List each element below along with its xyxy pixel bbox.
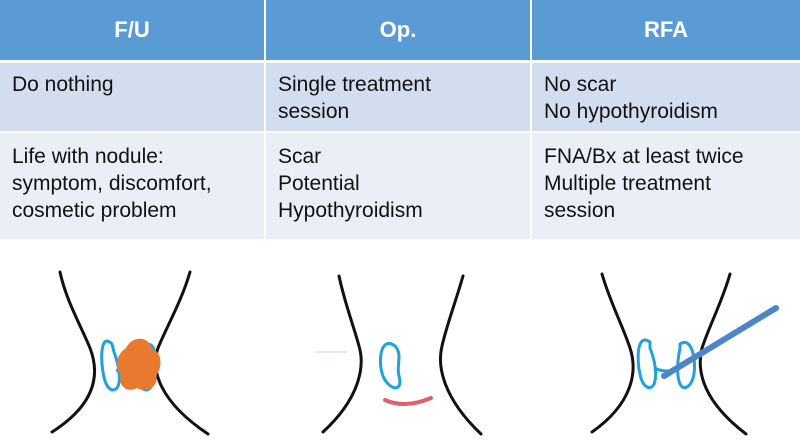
- cell-rfa-row1: No scar No hypothyroidism: [532, 63, 800, 133]
- scar-line: [383, 396, 433, 406]
- neck-rfa-probe: [534, 262, 800, 439]
- nodule-shape: [116, 338, 161, 391]
- cell-text: session: [544, 199, 616, 222]
- table-row: Do nothing Single treatment session No s…: [0, 63, 800, 133]
- neck-with-nodule: [0, 262, 266, 439]
- header-op: Op.: [266, 0, 532, 63]
- neck-outline-right: [698, 272, 748, 436]
- thyroid-hemi-removed-scar-illustration: [315, 274, 483, 436]
- thyroid-remaining-lobe: [378, 342, 402, 390]
- neck-outline-right: [154, 270, 210, 436]
- cell-op-row1: Single treatment session: [266, 63, 532, 133]
- header-rfa: RFA: [532, 0, 800, 63]
- neck-outline-right: [438, 274, 483, 436]
- table-row: Life with nodule: symptom, discomfort, c…: [0, 133, 800, 241]
- cell-text: Do nothing: [12, 73, 114, 96]
- cell-fu-row2: Life with nodule: symptom, discomfort, c…: [0, 133, 266, 241]
- thyroid-left-lobe: [636, 338, 658, 390]
- cell-text: cosmetic problem: [12, 199, 177, 222]
- cell-text: FNA/Bx at least twice: [544, 145, 744, 168]
- header-row: F/U Op. RFA: [0, 0, 800, 63]
- header-fu: F/U: [0, 0, 266, 63]
- cell-text: session: [278, 100, 350, 123]
- cell-text: Scar: [278, 145, 322, 168]
- cell-text: symptom, discomfort,: [12, 172, 212, 195]
- neck-outline-left: [321, 274, 363, 434]
- thyroid-right-lobe: [676, 340, 696, 390]
- cell-text: Life with nodule:: [12, 145, 164, 168]
- cell-text: Multiple treatment: [544, 172, 711, 195]
- neck-outline-left: [50, 270, 97, 434]
- rfa-probe: [661, 305, 779, 379]
- cell-rfa-row2: FNA/Bx at least twice Multiple treatment…: [532, 133, 800, 241]
- thyroid-rfa-probe-illustration: [590, 272, 779, 436]
- neck-post-operation: [267, 262, 533, 439]
- thyroid-left-lobe: [100, 339, 121, 392]
- neck-outline-left: [590, 272, 635, 434]
- thyroid-nodule-illustration: [50, 270, 210, 436]
- cell-text: No hypothyroidism: [544, 100, 718, 123]
- comparison-table: F/U Op. RFA Do nothing Single treatment …: [0, 0, 800, 241]
- cell-op-row2: Scar Potential Hypothyroidism: [266, 133, 532, 241]
- cell-fu-row1: Do nothing: [0, 63, 266, 133]
- cell-text: Hypothyroidism: [278, 199, 423, 222]
- cell-text: Potential: [278, 172, 360, 195]
- cell-text: No scar: [544, 73, 617, 96]
- cell-text: Single treatment: [278, 73, 431, 96]
